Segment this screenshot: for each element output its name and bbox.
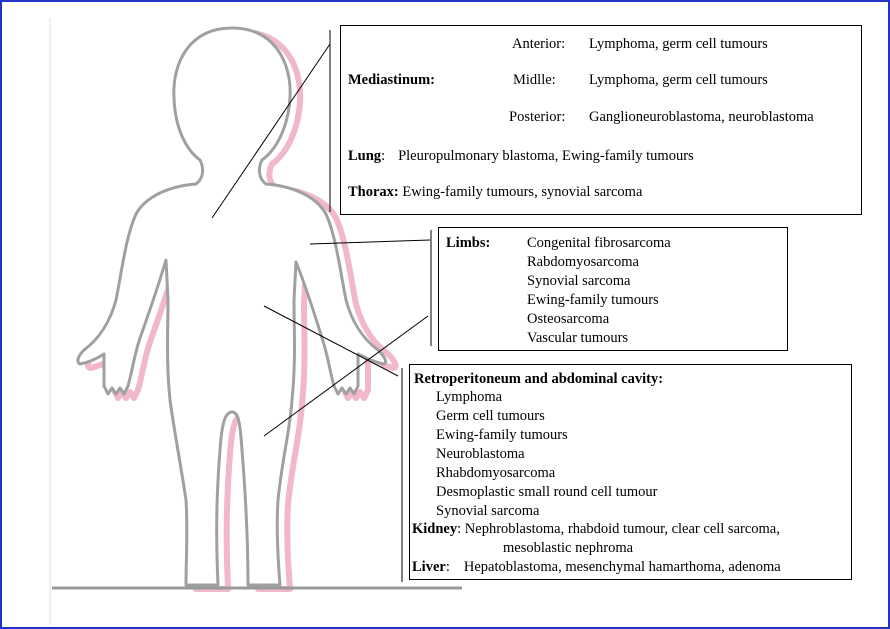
mediastinum-posterior-region: Posterior: — [509, 109, 566, 125]
liver-line: Liver: Hepatoblastoma, mesenchymal hamart… — [412, 559, 781, 576]
mediastinum-posterior-tumours: Ganglioneuroblastoma, neuroblastoma — [589, 109, 814, 125]
body-outline — [76, 26, 388, 587]
lung-colon: : — [381, 148, 386, 164]
leader-line-mediastinum — [211, 43, 331, 219]
liver-tumours: Hepatoblastoma, mesenchymal hamarthoma, … — [463, 559, 781, 575]
leader-line-abdomen-upper — [263, 305, 399, 377]
limbs-label: Limbs: — [446, 235, 491, 251]
limbs-item: Synovial sarcoma — [527, 273, 631, 289]
abdomen-label: Retroperitoneum and abdominal cavity: — [414, 371, 664, 387]
thorax-tumours: Ewing-family tumours, synovial sarcoma — [402, 184, 643, 200]
mediastinum-label: Mediastinum: — [348, 72, 435, 88]
kidney-label: Kidney — [412, 521, 458, 537]
kidney-tumours-line2: mesoblastic nephroma — [503, 540, 634, 556]
thorax-label: Thorax: — [348, 184, 399, 200]
limbs-item: Congenital fibrosarcoma — [527, 235, 671, 251]
limbs-item: Vascular tumours — [527, 330, 629, 346]
limbs-item: Rabdomyosarcoma — [527, 254, 639, 270]
abdomen-item: Lymphoma — [436, 389, 503, 405]
abdomen-item: Neuroblastoma — [436, 446, 525, 462]
kidney-line: Kidney: Nephroblastoma, rhabdoid tumour,… — [412, 521, 780, 538]
limbs-box — [438, 227, 788, 351]
kidney-colon: : — [457, 521, 462, 537]
abdomen-item: Germ cell tumours — [436, 408, 545, 424]
abdomen-item: Ewing-family tumours — [436, 427, 568, 443]
lung-label: Lung — [348, 148, 382, 164]
kidney-tumours-line1: Nephroblastoma, rhabdoid tumour, clear c… — [464, 521, 780, 537]
abdomen-item: Desmoplastic small round cell tumour — [436, 484, 658, 500]
abdomen-item: Synovial sarcoma — [436, 503, 540, 519]
leader-line-limbs — [309, 239, 431, 245]
abdomen-item: Rhabdomyosarcoma — [436, 465, 556, 481]
mediastinum-anterior-region: Anterior: — [512, 36, 566, 52]
mediastinum-middle-tumours: Lymphoma, germ cell tumours — [589, 72, 768, 88]
mediastinum-middle-region: Midlle: — [513, 72, 556, 88]
thorax-line: Thorax: Ewing-family tumours, synovial s… — [348, 184, 642, 201]
limbs-item: Ewing-family tumours — [527, 292, 659, 308]
liver-label: Liver — [412, 559, 446, 575]
liver-colon: : — [445, 559, 450, 575]
lung-tumours: Pleuropulmonary blastoma, Ewing-family t… — [398, 148, 694, 164]
abdomen-box — [409, 364, 852, 580]
lung-line: Lung: Pleuropulmonary blastoma, Ewing-fam… — [348, 148, 694, 165]
mediastinum-anterior-tumours: Lymphoma, germ cell tumours — [589, 36, 768, 52]
limbs-item: Osteosarcoma — [527, 311, 610, 327]
mediastinum-box — [340, 25, 862, 215]
leader-line-abdomen-lower — [263, 315, 429, 437]
